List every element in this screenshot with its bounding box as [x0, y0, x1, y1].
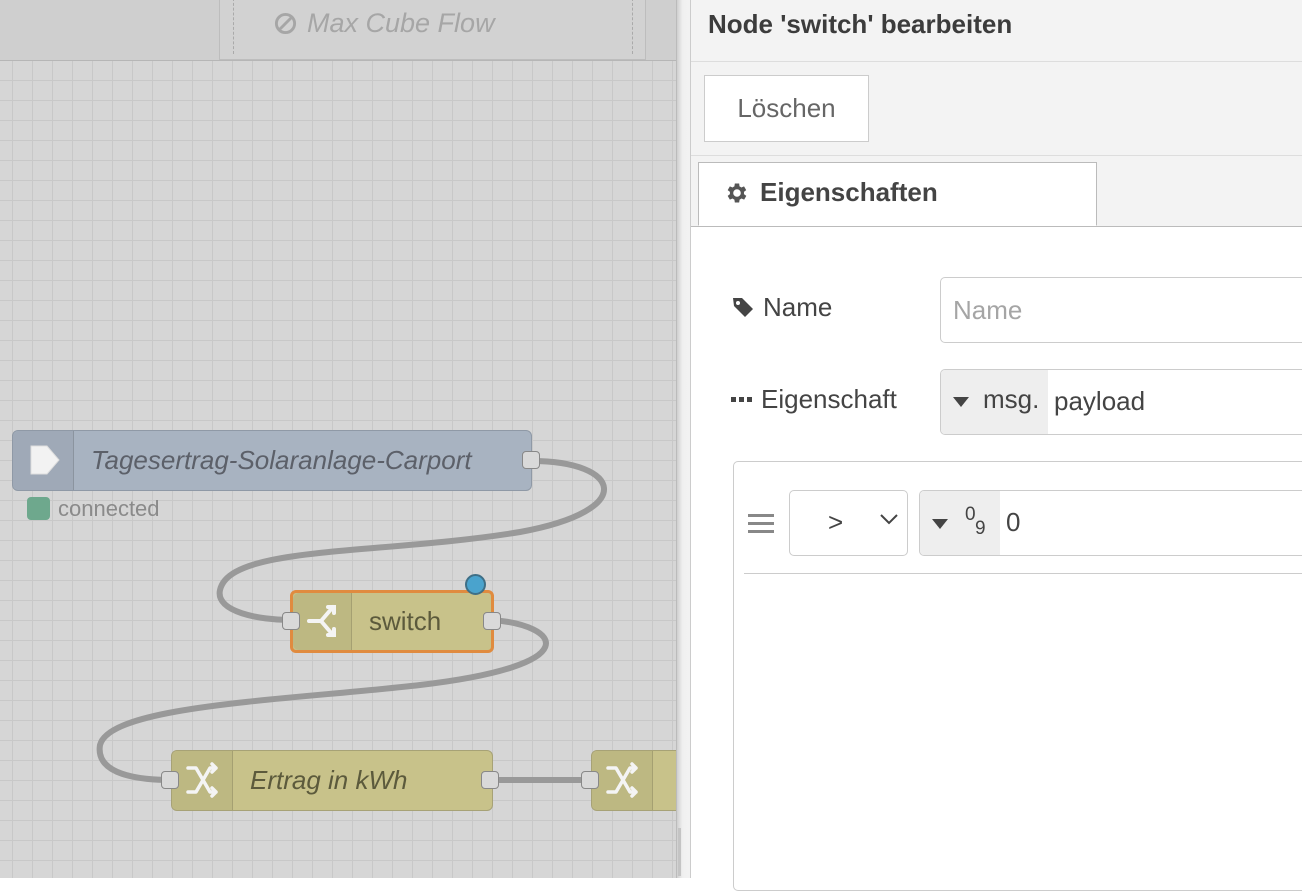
input-port[interactable] — [581, 771, 599, 789]
caret-down-icon — [953, 397, 969, 407]
delete-button[interactable]: Löschen — [704, 75, 869, 142]
drag-handle-icon[interactable] — [748, 514, 774, 533]
property-typed-input[interactable]: msg. payload — [940, 369, 1302, 435]
status-indicator — [27, 497, 50, 520]
rule-divider — [744, 573, 1302, 574]
dots-icon — [731, 397, 752, 402]
node-ertrag-in-kwh[interactable]: Ertrag in kWh — [161, 750, 499, 811]
rule-operator-select[interactable]: > — [789, 490, 908, 556]
node-icon-area — [592, 751, 653, 810]
name-label: Name — [763, 292, 833, 322]
rule-value[interactable]: 0 — [1006, 507, 1021, 537]
node-status-text: connected — [58, 496, 160, 521]
tray-title: Node 'switch' bearbeiten — [708, 9, 1013, 39]
input-port[interactable] — [161, 771, 179, 789]
tab-properties[interactable]: Eigenschaften — [698, 162, 1097, 226]
name-input[interactable] — [940, 277, 1302, 343]
rules-list: > 0 9 0 — [733, 461, 1302, 891]
tray-header: Node 'switch' bearbeiten — [691, 0, 1302, 62]
node-label: Ertrag in kWh — [250, 765, 408, 795]
property-value[interactable]: payload — [1054, 386, 1146, 416]
tab-properties-label: Eigenschaften — [760, 177, 938, 207]
tray-toolbar: Löschen — [691, 62, 1302, 156]
forbidden-icon — [274, 12, 297, 35]
edit-tray: Node 'switch' bearbeiten Löschen Eigensc… — [690, 0, 1302, 891]
node-next-change[interactable] — [581, 750, 676, 811]
gear-icon — [727, 183, 747, 203]
scrollbar-thumb[interactable] — [678, 828, 681, 876]
caret-down-icon — [932, 519, 948, 529]
rule-operator: > — [828, 507, 844, 537]
node-icon-area — [13, 431, 74, 490]
wire-switch-to-ertrag — [96, 617, 549, 783]
property-type-label: msg. — [983, 384, 1040, 414]
node-tagesertrag[interactable]: Tagesertrag-Solaranlage-Carport — [12, 430, 540, 491]
chevron-down-icon — [880, 514, 898, 525]
output-port[interactable] — [481, 771, 499, 789]
output-port[interactable] — [522, 451, 540, 469]
node-label: Tagesertrag-Solaranlage-Carport — [91, 445, 472, 475]
node-label: switch — [369, 606, 442, 636]
tray-resize-handle[interactable] — [676, 0, 691, 878]
tag-icon — [733, 298, 753, 317]
flow-tab-disabled-frame: Max Cube Flow — [233, 0, 633, 54]
flow-tab-label: Max Cube Flow — [307, 8, 495, 38]
shuffle-icon — [186, 762, 218, 798]
output-port[interactable] — [483, 612, 501, 630]
property-type-select[interactable]: msg. — [941, 370, 1048, 434]
node-switch[interactable]: switch — [282, 590, 501, 653]
tray-tabs: Eigenschaften — [691, 156, 1302, 227]
shuffle-icon — [606, 762, 638, 798]
link-in-icon — [30, 445, 60, 475]
node-icon-area — [293, 593, 352, 650]
flow-workspace[interactable]: Max Cube Flow Tagesertrag-Solaranlage-Ca… — [0, 0, 676, 878]
wires-layer — [96, 458, 607, 783]
input-port[interactable] — [282, 612, 300, 630]
node-icon-area — [172, 751, 233, 810]
switch-icon — [307, 605, 336, 637]
wire-mqtt-to-switch — [216, 458, 607, 623]
flow-tab-max-cube[interactable]: Max Cube Flow — [219, 0, 646, 60]
changed-indicator — [465, 574, 486, 595]
property-label: Eigenschaft — [761, 384, 897, 414]
rule-type-select[interactable]: 0 9 — [920, 491, 1000, 555]
rule-value-input[interactable]: 0 9 0 — [919, 490, 1302, 556]
flow-tab-bar: Max Cube Flow — [0, 0, 676, 61]
